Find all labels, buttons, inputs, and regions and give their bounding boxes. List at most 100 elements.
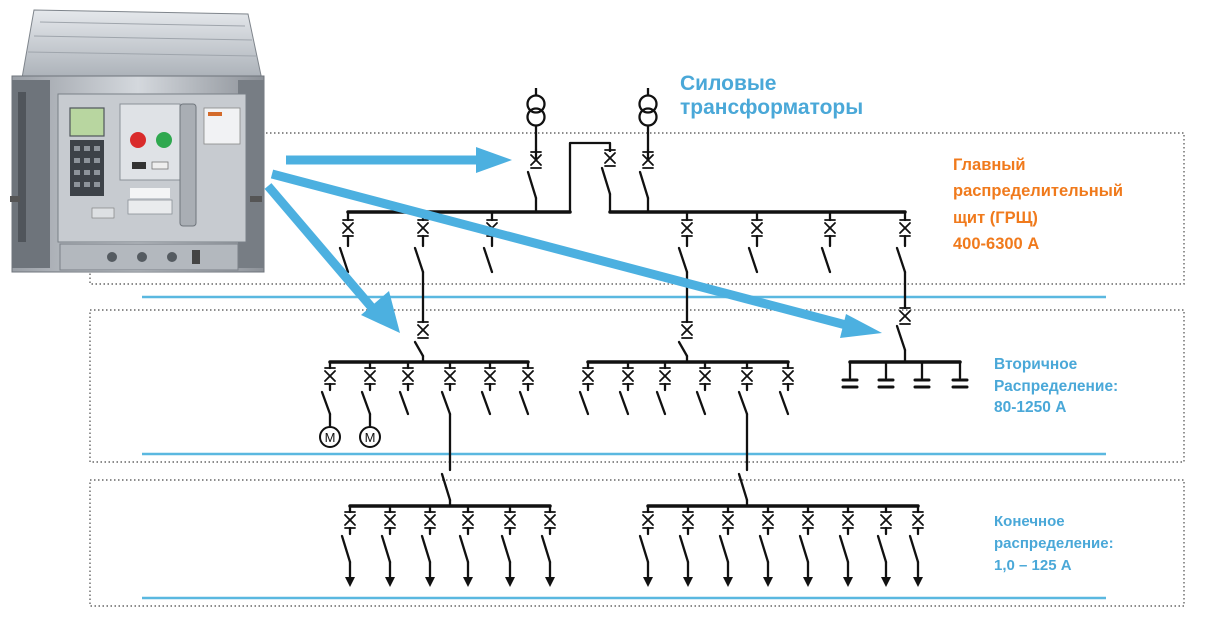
fuse-icon [417,324,429,336]
main-label-line: 400-6300 А [953,235,1040,254]
switch-blade [747,246,759,274]
fuse-icon [824,222,836,234]
fuse-icon [741,370,753,382]
switch-blade [420,534,432,564]
motor-icon [359,426,381,448]
load-arrow-icon [425,577,435,587]
secondary-distribution-label: Вторичное Распределение: 80-1250 А [994,354,1118,419]
fuse-icon [880,514,892,526]
load-arrow-icon [545,577,555,587]
switch-blade [876,534,888,564]
wire [568,141,612,212]
fuse-icon [417,222,429,234]
switch-blade [618,390,630,416]
switch-blade [758,534,770,564]
load-arrow-icon [723,577,733,587]
fuse-icon [582,370,594,382]
main-label-line: Главный [953,156,1026,174]
switch-blade [340,534,352,564]
secondary-distribution-box [89,309,1185,463]
fuse-icon [622,370,634,382]
load-arrow-icon [385,577,395,587]
switch-blade [600,166,612,196]
switch-blade [398,390,410,416]
fuse-icon [659,370,671,382]
switch-blade [895,246,907,274]
load-arrow-icon [463,577,473,587]
switch-blade [737,472,749,502]
motor-icon [319,426,341,448]
fuse-icon [751,222,763,234]
main-switchboard-label: Главный распределительный щит (ГРЩ) 400-… [953,152,1123,258]
switch-blade [578,390,590,416]
load-arrow-icon [643,577,653,587]
fuse-icon [530,154,542,166]
transformers-label: Силовые трансформаторы [680,72,863,119]
fuse-icon [504,514,516,526]
motor-label: M [325,430,336,445]
switch-blade [678,534,690,564]
switch-blade [638,534,650,564]
switch-blade [458,534,470,564]
fuse-icon [484,370,496,382]
breaker-photo [10,9,265,273]
load-arrow-icon [505,577,515,587]
fuse-icon [899,310,911,322]
switch-blade [413,246,425,274]
fuse-icon [762,514,774,526]
switch-blade [338,246,350,274]
fuse-icon [802,514,814,526]
fuse-icon [782,370,794,382]
fuse-icon [324,370,336,382]
fuse-icon [681,222,693,234]
load-arrow-icon [803,577,813,587]
switch-blade [440,472,452,502]
switch-blade [718,534,730,564]
final-distribution-label: Конечное распределение: 1,0 – 125 А [994,511,1114,576]
fuse-icon [424,514,436,526]
switch-blade [482,246,494,274]
switch-blade [480,390,492,416]
switch-blade [413,340,425,358]
fuse-icon [699,370,711,382]
fuse-icon [642,514,654,526]
switch-blade [798,534,810,564]
transformers-label-line: Силовые [680,72,777,95]
fuse-icon [842,514,854,526]
switch-blade [677,340,689,358]
switch-blade [908,534,920,564]
switch-blade [895,324,907,352]
final-label-line: Конечное [994,513,1065,530]
switch-blade [820,246,832,274]
fuse-icon [364,370,376,382]
switch-blade [526,170,538,200]
switch-blade [500,534,512,564]
switch-blade [778,390,790,416]
switch-blade [360,390,372,416]
final-distribution-box [89,479,1185,607]
switch-blade [677,246,689,274]
transformer-icon [638,88,658,150]
fuse-icon [462,514,474,526]
switch-blade [838,534,850,564]
secondary-label-line: Распределение: [994,377,1119,395]
fuse-icon [899,222,911,234]
load-arrow-icon [913,577,923,587]
fuse-icon [604,152,616,164]
load-arrow-icon [345,577,355,587]
secondary-label-line: 80-1250 А [994,399,1067,417]
switch-blade [695,390,707,416]
fuse-icon [522,370,534,382]
fuse-icon [912,514,924,526]
fuse-icon [642,154,654,166]
fuse-icon [682,514,694,526]
transformer-icon [526,88,546,150]
pointer-arrows [264,147,882,338]
fuse-icon [384,514,396,526]
load-arrow-icon [881,577,891,587]
fuse-icon [544,514,556,526]
fuse-icon [444,370,456,382]
